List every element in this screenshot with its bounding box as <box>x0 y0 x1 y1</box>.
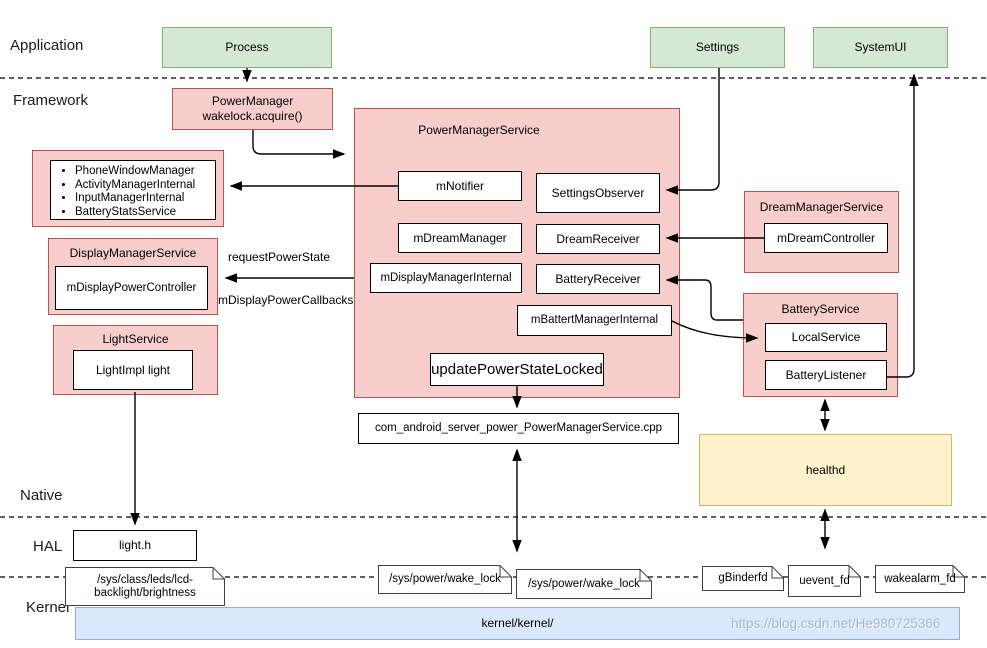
batterylistener-label: BatteryListener <box>785 367 867 382</box>
sys-leds-line1: /sys/class/leds/lcd- <box>97 573 193 586</box>
lightservice-title: LightService <box>102 332 169 346</box>
wakealarm-fd-doc: wakealarm_fd <box>875 565 965 593</box>
sys-leds-brightness-doc: /sys/class/leds/lcd- backlight/brightnes… <box>65 567 225 606</box>
powermanager-label-line2: wakelock.acquire() <box>202 109 303 123</box>
mdisplaypowercontroller-label: mDisplayPowerController <box>66 281 197 294</box>
pms-cpp-box: com_android_server_power_PowerManagerSer… <box>358 413 679 444</box>
mdisplaymanagerinternal-label: mDisplayManagerInternal <box>380 271 512 284</box>
mdisplaypowercontroller-box: mDisplayPowerController <box>55 266 208 310</box>
lightimpl-label: LightImpl light <box>95 362 171 377</box>
callback-item: BatteryStatsService <box>75 206 215 220</box>
mdisplaypowercallbacks-label: mDisplayPowerCallbacks <box>218 293 354 307</box>
sys-leds-line2: backlight/brightness <box>94 586 196 599</box>
layer-label-native: Native <box>20 487 63 504</box>
wake-lock-label-2: /sys/power/wake_lock <box>528 577 640 590</box>
power-callbacks-list: PhoneWindowManager ActivityManagerIntern… <box>50 160 216 220</box>
mdisplaymanagerinternal-box: mDisplayManagerInternal <box>370 263 522 293</box>
mbattertmanagerinternal-box: mBattertManagerInternal <box>517 305 672 336</box>
healthd-label: healthd <box>805 462 846 477</box>
callback-item: InputManagerInternal <box>75 192 215 206</box>
batteryreceiver-box: BatteryReceiver <box>536 264 660 294</box>
layer-label-framework: Framework <box>13 92 89 109</box>
dreamreceiver-box: DreamReceiver <box>536 224 660 254</box>
uevent-fd-doc: uevent_fd <box>788 565 861 597</box>
mnotifier-box: mNotifier <box>398 171 522 201</box>
power-callbacks-items: PhoneWindowManager ActivityManagerIntern… <box>51 165 215 219</box>
gbinderfd-label: gBinderfd <box>718 572 768 584</box>
pms-cpp-label: com_android_server_power_PowerManagerSer… <box>374 422 662 434</box>
sys-leds-brightness-label: /sys/class/leds/lcd- backlight/brightnes… <box>94 574 196 600</box>
wake-lock-doc-2: /sys/power/wake_lock <box>516 569 652 599</box>
process-box: Process <box>162 27 332 68</box>
batteryservice-title: BatteryService <box>781 302 860 316</box>
gbinderfd-doc: gBinderfd <box>702 566 784 591</box>
mdreamcontroller-box: mDreamController <box>764 223 888 253</box>
powermanager-box: PowerManager wakelock.acquire() <box>172 88 333 130</box>
powermanager-label-line1: PowerManager <box>211 94 294 108</box>
callback-item: ActivityManagerInternal <box>75 179 215 193</box>
requestpowerstate-label: requestPowerState <box>228 250 331 264</box>
updatepowerstatelocked-label: updatePowerStateLocked <box>431 361 603 378</box>
connector-powermanager-pms <box>252 130 346 159</box>
batteryreceiver-label: BatteryReceiver <box>555 271 641 286</box>
systemui-box: SystemUI <box>813 27 948 68</box>
mnotifier-label: mNotifier <box>435 178 484 193</box>
mdreammanager-label: mDreamManager <box>413 230 507 245</box>
updatepowerstatelocked-box: updatePowerStateLocked <box>430 353 604 386</box>
localservice-label: LocalService <box>791 330 861 344</box>
settings-label: Settings <box>695 40 740 54</box>
watermark-url: https://blog.csdn.net/He980725366 <box>731 616 941 631</box>
displaymanagerservice-title: DisplayManagerService <box>69 246 197 260</box>
callback-item: PhoneWindowManager <box>75 165 215 179</box>
wake-lock-doc-1: /sys/power/wake_lock <box>378 565 512 594</box>
settingsobserver-box: SettingsObserver <box>536 173 660 213</box>
process-label: Process <box>225 40 269 54</box>
mdreammanager-box: mDreamManager <box>398 223 522 253</box>
settingsobserver-label: SettingsObserver <box>551 185 645 200</box>
light-h-box: light.h <box>73 530 197 561</box>
healthd-box: healthd <box>699 434 952 506</box>
mbattertmanagerinternal-label: mBattertManagerInternal <box>530 314 659 326</box>
layer-label-kernel: Kernel <box>26 599 70 616</box>
dreammanagerservice-title: DreamManagerService <box>759 200 884 214</box>
settings-box: Settings <box>650 27 785 68</box>
wake-lock-label-1: /sys/power/wake_lock <box>389 573 501 585</box>
powermanagerservice-title: PowerManagerService <box>418 123 540 137</box>
uevent-fd-label: uevent_fd <box>799 574 850 587</box>
batterylistener-box: BatteryListener <box>765 360 887 390</box>
wakealarm-fd-label: wakealarm_fd <box>884 572 956 585</box>
light-h-label: light.h <box>118 538 152 552</box>
layer-label-application: Application <box>10 37 84 54</box>
localservice-box: LocalService <box>765 323 887 352</box>
dreamreceiver-label: DreamReceiver <box>556 231 640 246</box>
kernel-bar: kernel/kernel/ <box>75 607 960 640</box>
lightimpl-box: LightImpl light <box>73 350 193 390</box>
layer-label-hal: HAL <box>33 538 63 555</box>
systemui-label: SystemUI <box>854 40 907 54</box>
mdreamcontroller-label: mDreamController <box>776 230 876 245</box>
kernel-bar-label: kernel/kernel/ <box>481 616 554 630</box>
